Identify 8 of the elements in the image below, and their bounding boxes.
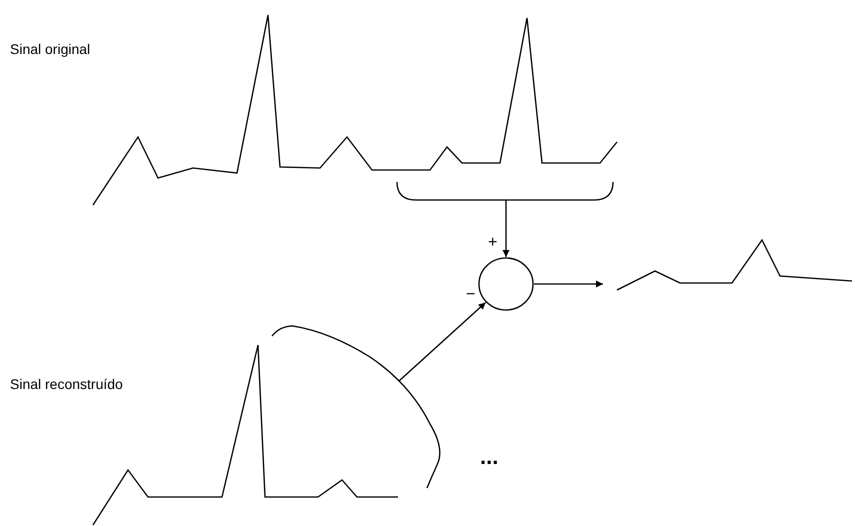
signal-label: Sinal original — [10, 42, 90, 56]
sign-label: + — [488, 235, 498, 251]
arrow — [398, 302, 486, 382]
arrow — [534, 280, 603, 288]
arrow — [502, 200, 510, 257]
ellipsis-text: ... — [480, 446, 498, 468]
sign-label: − — [466, 287, 476, 303]
signal-label: Sinal reconstruído — [10, 377, 123, 391]
